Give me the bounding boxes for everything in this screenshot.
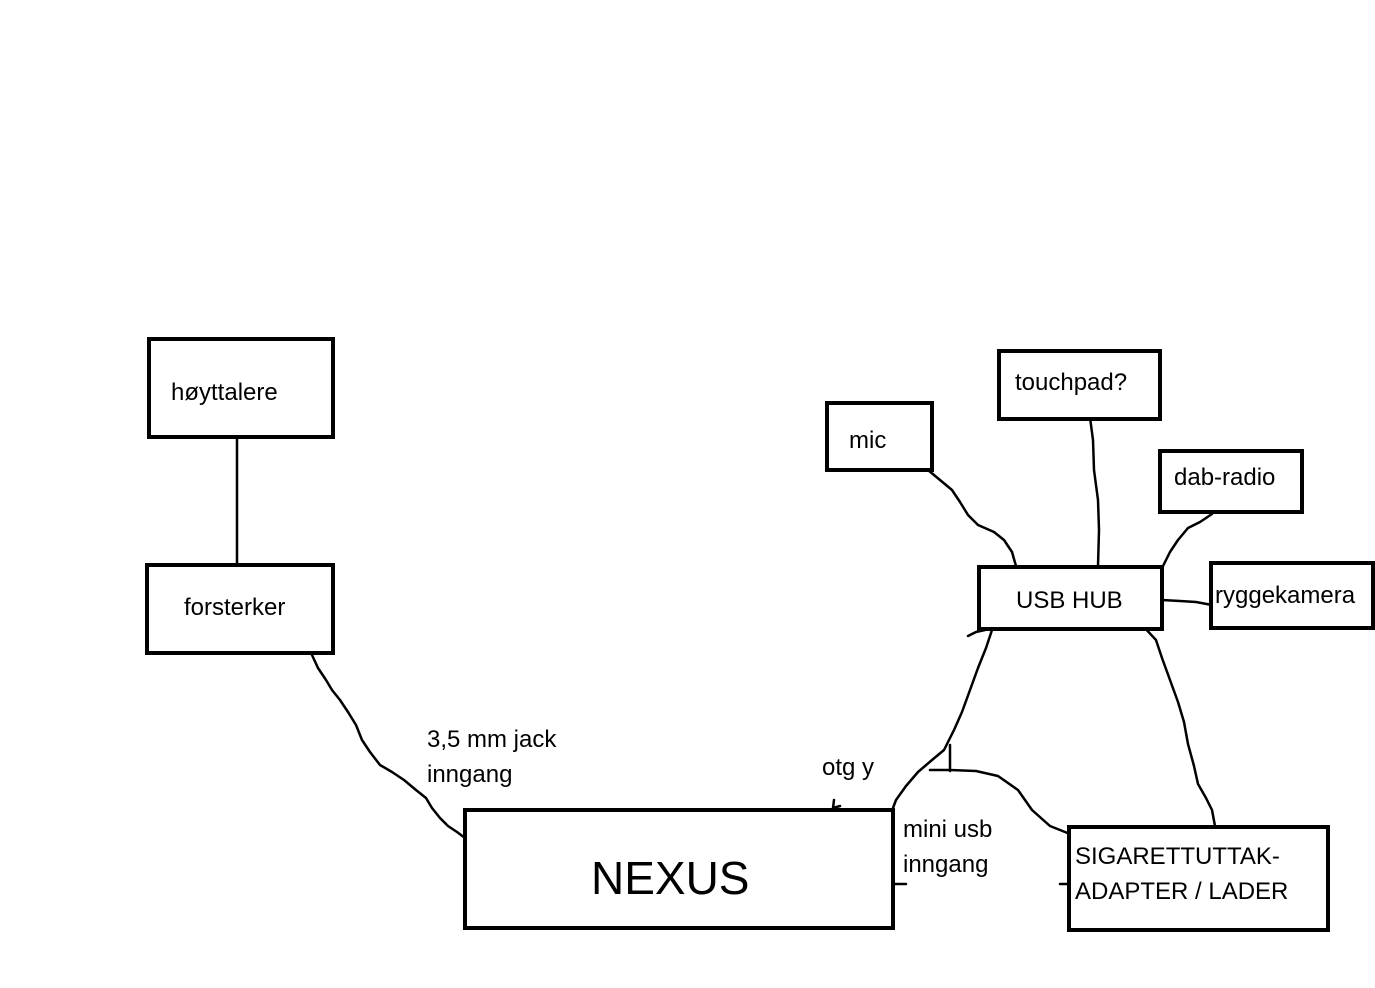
node-forsterker: forsterker	[145, 563, 335, 655]
annotation-jack-input: 3,5 mm jack inngang	[427, 722, 556, 792]
annotation-mini-usb-line-2: inngang	[903, 851, 989, 878]
node-hoyttalere-label: høyttalere	[171, 379, 278, 406]
node-forsterker-label: forsterker	[184, 594, 286, 621]
node-dab-radio: dab-radio	[1158, 449, 1304, 514]
wire-dab-usbhub	[1161, 512, 1214, 568]
node-mic-label: mic	[849, 427, 887, 454]
sigarettuttak-line-1: SIGARETTUTTAK-	[1075, 843, 1280, 870]
wire-usbhub-otg	[891, 625, 995, 810]
wire-touchpad-usbhub	[1087, 408, 1101, 568]
node-hoyttalere: høyttalere	[147, 337, 335, 439]
annotation-mini-usb-input: mini usb inngang	[903, 812, 992, 882]
wire-mic-usbhub	[926, 468, 1018, 568]
wire-usbhub-lader	[1141, 624, 1217, 828]
annotation-mini-usb-line-1: mini usb	[903, 816, 993, 843]
node-mic: mic	[825, 401, 934, 472]
sigarettuttak-line-2: ADAPTER / LADER	[1075, 878, 1289, 905]
wire-forsterker-nexus	[310, 653, 467, 840]
node-touchpad-label: touchpad?	[1015, 369, 1128, 396]
node-ryggekamera: ryggekamera	[1209, 561, 1375, 630]
node-touchpad: touchpad?	[997, 349, 1162, 421]
wire-rygge-usbhub	[1160, 598, 1214, 607]
node-sigarettuttak-adapter-label: SIGARETTUTTAK- ADAPTER / LADER	[1075, 839, 1288, 909]
node-usb-hub: USB HUB	[977, 565, 1164, 631]
annotation-otg-y: otg y	[822, 750, 874, 785]
annotation-jack-line-1: 3,5 mm jack	[427, 726, 557, 753]
wire-otg-tick	[831, 798, 842, 810]
wire-otg-lader	[928, 768, 1072, 836]
node-nexus: NEXUS	[463, 808, 895, 930]
node-usb-hub-label: USB HUB	[1016, 587, 1123, 614]
node-nexus-label: NEXUS	[591, 852, 750, 904]
node-sigarettuttak-adapter: SIGARETTUTTAK- ADAPTER / LADER	[1067, 825, 1330, 932]
node-dab-radio-label: dab-radio	[1174, 464, 1276, 491]
annotation-otg-text: otg y	[822, 754, 875, 781]
node-ryggekamera-label: ryggekamera	[1215, 582, 1356, 609]
annotation-jack-line-2: inngang	[427, 761, 513, 788]
